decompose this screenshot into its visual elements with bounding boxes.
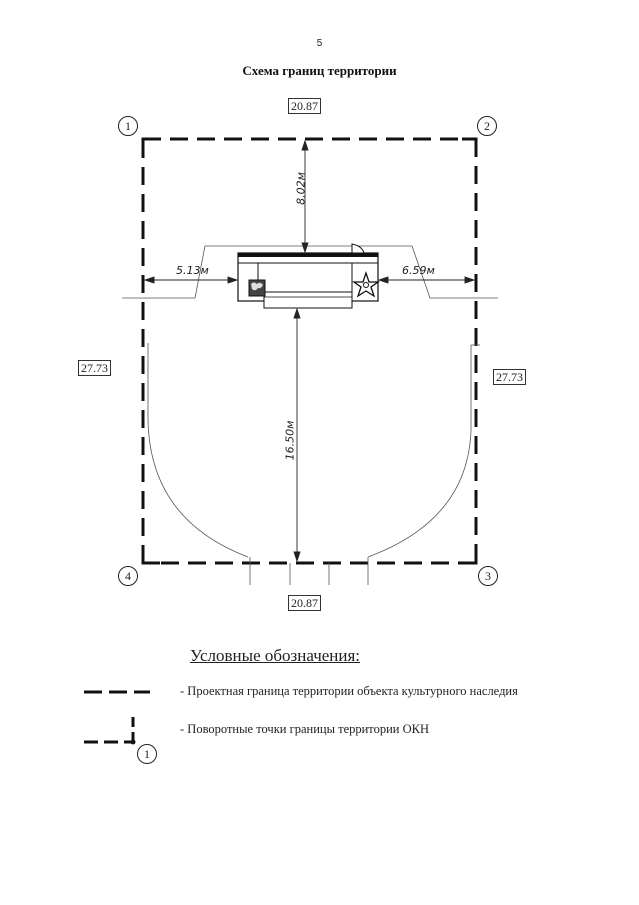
boundary-length-right: 27.73 [493,369,526,385]
site-outline [122,245,498,585]
boundary-length-top: 20.87 [288,98,321,114]
dimension-left: 5.13м [176,264,209,277]
turning-point-4: 4 [118,566,138,586]
turning-point-2: 2 [477,116,497,136]
boundary-corners [141,137,478,565]
boundary-length-bottom: 20.87 [288,595,321,611]
legend-item-turning-points: - Поворотные точки границы территории ОК… [180,722,429,736]
dimension-lines [143,139,476,563]
boundary-length-left: 27.73 [78,360,111,376]
turning-point-1: 1 [118,116,138,136]
page-number: 5 [316,38,323,49]
legend-turning-point-dot [130,739,136,745]
legend-symbols [84,690,150,744]
legend-turning-point-marker: 1 [137,744,157,764]
territory-boundary [141,137,478,565]
legend-item-boundary: - Проектная граница территории объекта к… [180,684,518,698]
dimension-bottom: 16.50м [283,420,297,461]
turning-point-3: 3 [478,566,498,586]
dimension-top: 8.02м [294,172,308,205]
dimension-right: 6.59м [402,264,435,277]
legend-title: Условные обозначения: [190,646,361,665]
page-title: Схема границ территории [242,63,397,78]
monument-building [237,243,381,309]
